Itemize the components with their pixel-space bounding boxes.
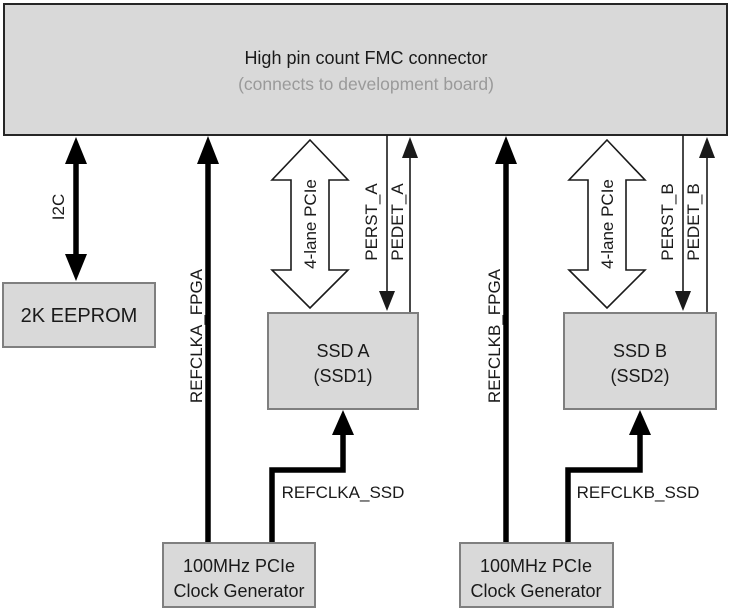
- refclka-ssd-arrow: [269, 410, 354, 543]
- pedet-b-arrow: [699, 137, 715, 313]
- ssd-a-label-line2: (SSD1): [313, 366, 372, 386]
- i2c-arrow: [65, 137, 87, 281]
- fmc-connector-title: High pin count FMC connector: [244, 48, 487, 68]
- clockgen-a-label-line1: 100MHz PCIe: [183, 556, 295, 576]
- clockgen-a-label-line2: Clock Generator: [173, 581, 304, 601]
- clockgen-b-label-line1: 100MHz PCIe: [480, 556, 592, 576]
- eeprom-box: [2, 282, 156, 348]
- ssd-b-label-line1: SSD B: [613, 341, 667, 361]
- perst-a-label: PERST_A: [362, 183, 381, 261]
- fmc-connector-box: [3, 3, 728, 136]
- perst-b-arrow: [675, 135, 691, 311]
- pcie-b-label: 4-lane PCIe: [598, 179, 617, 269]
- perst-b-arrowhead: [675, 291, 691, 311]
- refclkb-fpga-label: REFCLKB_FPGA: [485, 268, 504, 403]
- fmc-connector-subtitle: (connects to development board): [238, 74, 494, 94]
- pedet-a-arrowhead: [402, 137, 418, 158]
- perst-b-label: PERST_B: [658, 183, 677, 260]
- clockgen-a-box: [162, 542, 316, 608]
- ssd-b-label-line2: (SSD2): [610, 366, 669, 386]
- refclka-ssd-label: REFCLKA_SSD: [282, 483, 405, 502]
- perst-a-arrow: [379, 135, 395, 311]
- pedet-b-arrowhead: [699, 137, 715, 158]
- clockgen-b-label-line2: Clock Generator: [470, 581, 601, 601]
- refclkb-fpga-arrow: [495, 136, 517, 543]
- ssd-b-box: [563, 312, 717, 410]
- clockgen-b-box: [459, 542, 614, 608]
- i2c-label: I2C: [49, 194, 68, 220]
- i2c-arrowhead-down: [65, 254, 87, 281]
- refclkb-ssd-arrow: [565, 410, 651, 543]
- perst-a-arrowhead: [379, 291, 395, 311]
- refclkb-fpga-arrowhead: [495, 136, 517, 164]
- refclka-fpga-arrow: [197, 136, 219, 543]
- pcie-a-label: 4-lane PCIe: [301, 179, 320, 269]
- pedet-a-arrow: [402, 137, 418, 313]
- refclkb-ssd-arrowhead: [629, 410, 651, 435]
- i2c-arrowhead-up: [65, 137, 87, 164]
- refclkb-ssd-label: REFCLKB_SSD: [577, 483, 700, 502]
- eeprom-label: 2K EEPROM: [21, 305, 138, 327]
- ssd-a-box: [267, 312, 419, 410]
- ssd-a-label-line1: SSD A: [316, 341, 369, 361]
- pcie-b-double-arrow: [567, 138, 647, 310]
- refclka-fpga-label: REFCLKA_FPGA: [187, 268, 206, 403]
- refclka-ssd-arrowhead: [332, 410, 354, 435]
- pedet-b-label: PEDET_B: [684, 183, 703, 260]
- refclka-fpga-arrowhead: [197, 136, 219, 164]
- pedet-a-label: PEDET_A: [388, 183, 407, 261]
- pcie-a-double-arrow: [270, 138, 350, 310]
